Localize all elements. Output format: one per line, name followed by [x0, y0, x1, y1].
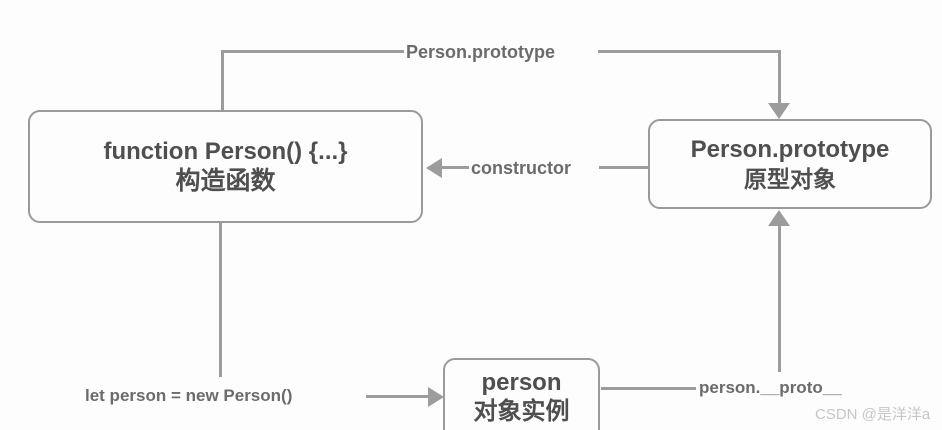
- arrow-down-icon: [768, 103, 790, 119]
- arrow-up-icon: [768, 210, 790, 226]
- edge-constructor-label: constructor: [471, 158, 572, 178]
- edge-new-line: [219, 223, 222, 377]
- edge-constructor-line: [599, 166, 648, 169]
- edge-prototype-label: Person.prototype: [406, 42, 556, 62]
- edge-prototype-line: [778, 50, 781, 104]
- edge-proto-line: [601, 387, 696, 390]
- arrow-right-icon: [428, 387, 444, 407]
- edge-proto-line: [778, 226, 781, 372]
- instance-object-subtitle: 对象实例: [473, 398, 570, 426]
- edge-proto-label: person.__proto__: [699, 378, 842, 397]
- edge-new-line: [366, 395, 428, 398]
- csdn-watermark: CSDN @是洋洋a: [815, 406, 931, 423]
- instance-object-box: person 对象实例: [443, 358, 600, 430]
- arrow-left-icon: [426, 158, 442, 178]
- prototype-object-box: Person.prototype 原型对象: [648, 119, 932, 209]
- constructor-function-title: function Person() {...}: [103, 137, 348, 165]
- edge-new-label: let person = new Person(): [85, 386, 293, 405]
- prototype-object-title: Person.prototype: [690, 136, 890, 164]
- edge-constructor-line: [442, 166, 469, 169]
- edge-prototype-line: [598, 50, 781, 53]
- prototype-object-subtitle: 原型对象: [744, 165, 836, 192]
- constructor-function-box: function Person() {...} 构造函数: [28, 110, 423, 223]
- constructor-function-subtitle: 构造函数: [175, 166, 276, 195]
- instance-object-title: person: [481, 369, 562, 396]
- edge-prototype-line: [221, 51, 224, 110]
- edge-prototype-line: [221, 50, 404, 53]
